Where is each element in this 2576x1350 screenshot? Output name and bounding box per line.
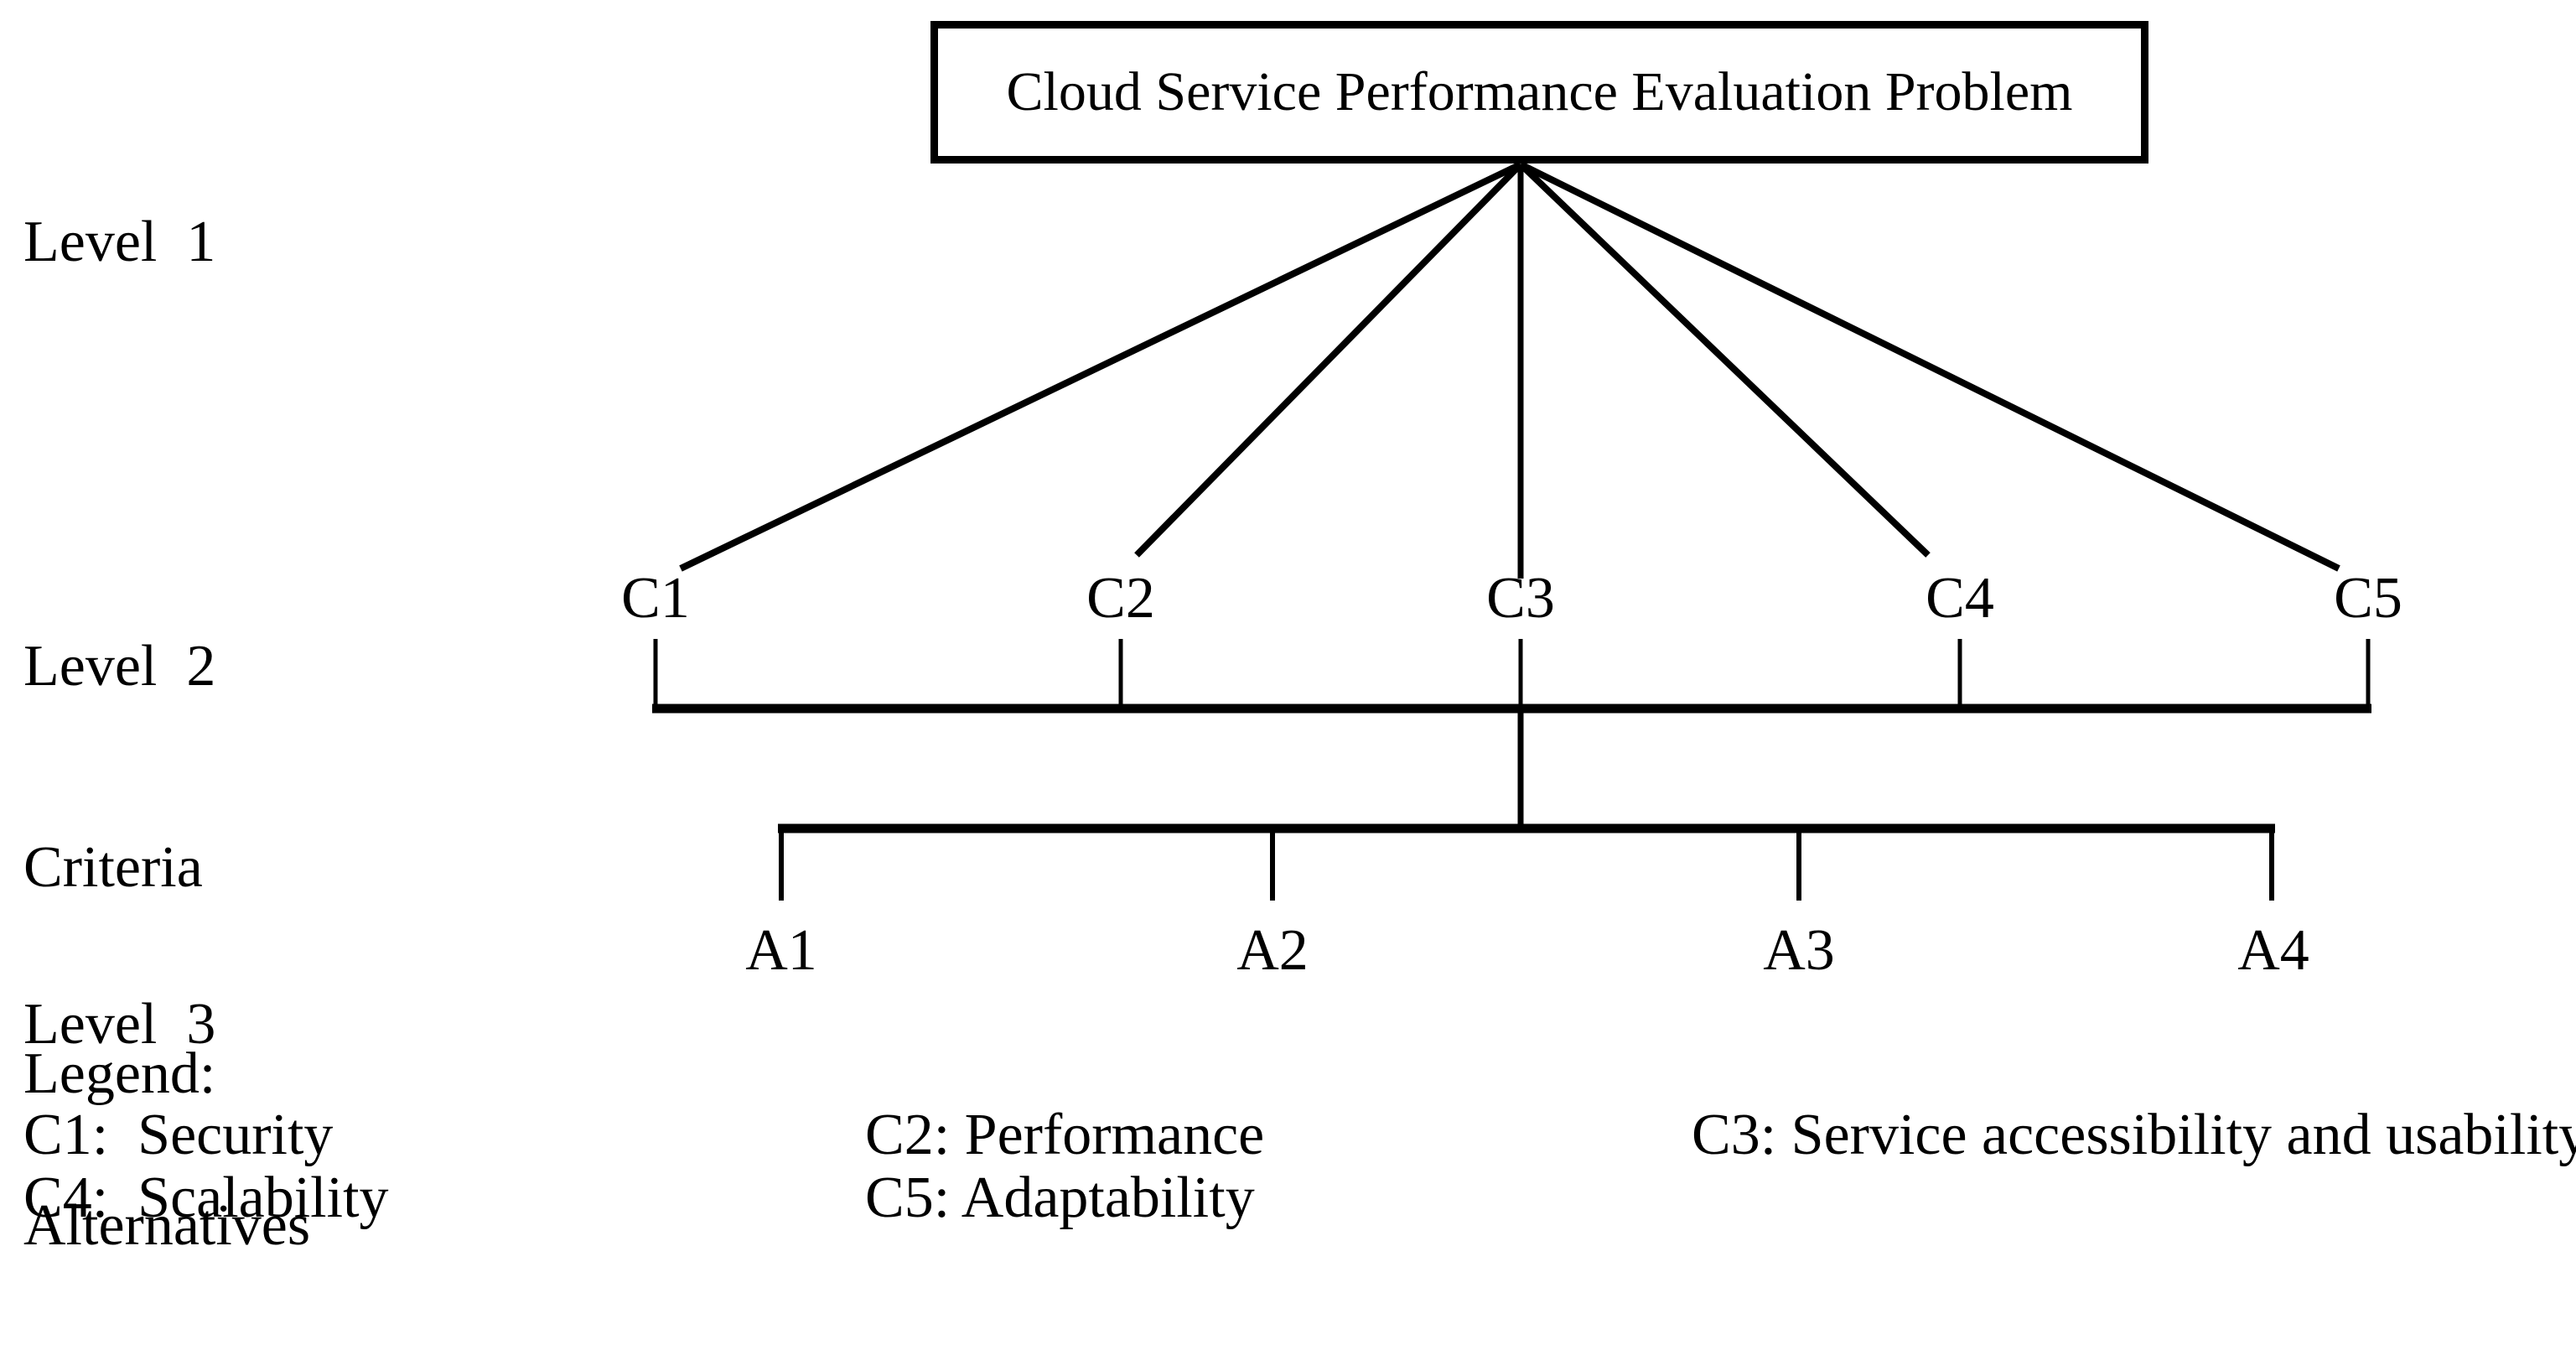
level-3-label: Level 3 Alternatives bbox=[23, 857, 310, 1350]
edge-goal-c2 bbox=[1134, 162, 1523, 558]
legend-title: Legend: bbox=[23, 1041, 216, 1106]
level-3-line: Level 3 bbox=[23, 992, 216, 1057]
alternative-node-a2: A2 bbox=[1236, 918, 1309, 983]
legend-entry-c5: C5: Adaptability bbox=[865, 1166, 1255, 1230]
level-2-label: Level 2 Criteria bbox=[23, 499, 215, 1036]
alternative-node-a1: A1 bbox=[745, 918, 817, 983]
goal-node-label: Cloud Service Performance Evaluation Pro… bbox=[1006, 61, 2073, 122]
goal-node: Cloud Service Performance Evaluation Pro… bbox=[930, 21, 2148, 164]
criterion-node-c2: C2 bbox=[1086, 566, 1155, 631]
edge-goal-c4 bbox=[1518, 162, 1931, 558]
criterion-node-c3: C3 bbox=[1486, 566, 1555, 631]
criterion-node-c1: C1 bbox=[621, 566, 690, 631]
edge-goal-c5 bbox=[1519, 161, 2340, 572]
legend-entry-c2: C2: Performance bbox=[865, 1103, 1265, 1167]
legend-entry-c3: C3: Service accessibility and usability bbox=[1692, 1103, 2576, 1167]
level-1-label: Level 1 bbox=[23, 75, 215, 410]
alternatives-note-formula: Ai (i = 1, 2, …, n): bbox=[82, 1342, 521, 1350]
level-2-line: Level 2 bbox=[23, 634, 216, 698]
level-1-line: Level 1 bbox=[23, 210, 216, 274]
legend-entry-c1: C1: Security bbox=[23, 1103, 334, 1167]
legend-entry-c4: C4: Scalability bbox=[23, 1166, 389, 1230]
alternatives-note: Ai (i = 1, 2, …, n): Cloud service altern… bbox=[23, 1275, 1197, 1350]
level-2-sublabel: Criteria bbox=[23, 835, 203, 900]
criterion-node-c5: C5 bbox=[2334, 566, 2402, 631]
alternative-node-a4: A4 bbox=[2237, 918, 2309, 983]
edge-goal-c1 bbox=[679, 161, 1522, 572]
criterion-node-c4: C4 bbox=[1926, 566, 1994, 631]
alternative-node-a3: A3 bbox=[1763, 918, 1835, 983]
level-3-sublabel: Alternatives bbox=[23, 1193, 311, 1258]
alternatives-note-description: Cloud service alternatives. bbox=[573, 1342, 1197, 1350]
